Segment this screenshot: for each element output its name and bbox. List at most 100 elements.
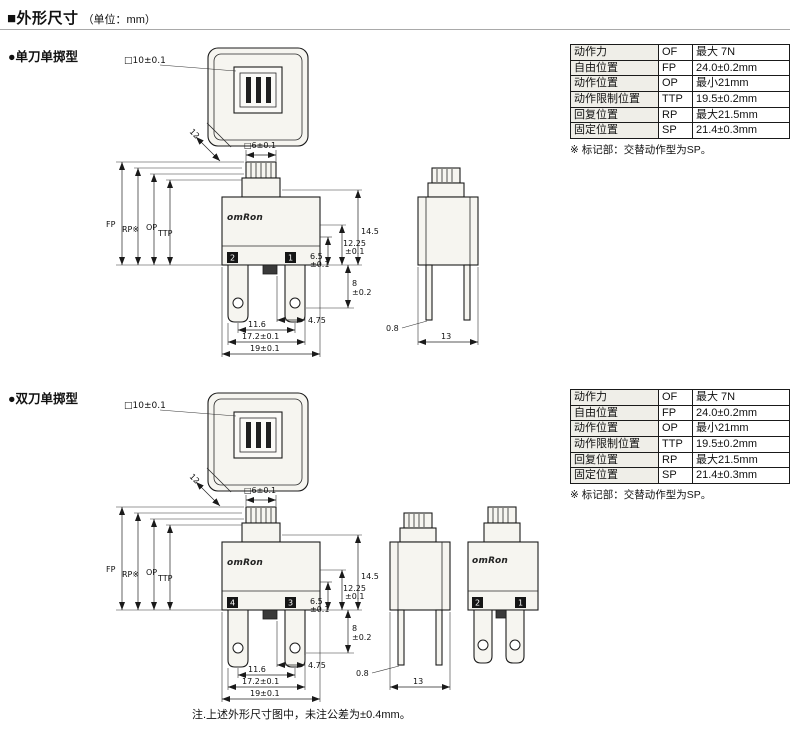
spec-code: RP (658, 106, 693, 124)
dim-0-8-label: 0.8 (386, 324, 399, 333)
front-view: □6±0.1 omRon 2 1 (221, 141, 321, 323)
dim-4-75-label: 4.75 (308, 316, 326, 325)
table-row: 动作位置 OP 最小21mm (570, 75, 790, 92)
terminal-leg (463, 264, 471, 321)
spec-code: OP (658, 75, 693, 92)
omron-logo: omRon (472, 556, 508, 566)
terminal-hole (477, 639, 489, 651)
dim-17-2-label: 17.2±0.1 (242, 332, 279, 341)
center-stem (262, 609, 278, 620)
spec-code: RP (658, 451, 693, 469)
spec-code: FP (658, 59, 693, 77)
bottom-dimension-lines: 4.75 11.6 17.2±0.1 19±0.1 (221, 612, 326, 702)
side-view: 0.8 13 (386, 167, 479, 345)
page-title: ■外形尺寸 （单位：mm） (7, 7, 156, 28)
spec-value: 21.4±0.3mm (692, 467, 790, 484)
terminal-2-badge (227, 252, 238, 263)
plunger-flange (241, 522, 281, 543)
spec-name: 动作限制位置 (570, 435, 659, 453)
spec-name: 自由位置 (570, 59, 659, 77)
dim-19-label: 19±0.1 (250, 689, 280, 698)
terminal-left (227, 609, 249, 668)
rear-view: omRon 2 1 (467, 506, 539, 664)
terminal-hole (289, 297, 301, 309)
switch-body (221, 196, 321, 266)
dim-11-6-label: 11.6 (248, 665, 266, 674)
terminal-hole (289, 642, 301, 654)
table-row: 回复位置 RP 最大21.5mm (570, 106, 790, 124)
spec-table: 动作力 OF 最大 7N 自由位置 FP 24.0±0.2mm 动作位置 OP … (570, 389, 790, 484)
terminal-1-label: 1 (518, 599, 523, 608)
switch-body-side (417, 196, 479, 266)
dim-square10-label: □10±0.1 (124, 56, 166, 66)
section-label-spst: ●单刀单掷型 (8, 50, 79, 64)
spec-name: 自由位置 (570, 404, 659, 422)
dim-ttp-label: TTP (157, 229, 173, 238)
plunger-flange (399, 527, 437, 543)
center-stem (262, 264, 278, 275)
spec-table-note: ※ 标记部：交替动作型为SP。 (570, 488, 712, 501)
dim-square6-label: □6±0.1 (244, 486, 276, 495)
table-row: 回复位置 RP 最大21.5mm (570, 451, 790, 469)
terminal-leg (425, 264, 433, 321)
left-dimension-lines: FP RP※ OP TTP (106, 506, 244, 611)
spec-code: TTP (658, 435, 693, 453)
terminal-right (284, 609, 306, 668)
table-row: 自由位置 FP 24.0±0.2mm (570, 404, 790, 422)
dim-square10-label: □10±0.1 (124, 401, 166, 411)
spec-name: 动作位置 (570, 75, 659, 92)
terminal-left (227, 264, 249, 323)
omron-logo: omRon (227, 213, 263, 223)
table-row: 固定位置 SP 21.4±0.3mm (570, 467, 790, 484)
dim-6-5-label: 6.5 (310, 597, 323, 606)
spec-value: 最小21mm (692, 420, 790, 437)
dim-6-5-tol: ±0.1 (310, 605, 329, 614)
spec-value: 最小21mm (692, 75, 790, 92)
dim-19-label: 19±0.1 (250, 344, 280, 353)
terminal-3-label: 3 (288, 599, 293, 608)
section-label-dpst: ●双刀单掷型 (8, 392, 79, 406)
front-view: □6±0.1 omRon 4 3 (221, 486, 321, 668)
plunger-cap (487, 506, 517, 524)
dim-11-6-label: 11.6 (248, 320, 266, 329)
dim-rp-label: RP※ (122, 225, 139, 234)
terminal-3-badge (285, 597, 296, 608)
dim-op-label: OP (146, 568, 157, 577)
terminal-1-badge (515, 597, 526, 608)
dim-13-label: 13 (441, 332, 451, 341)
plunger-flange (241, 177, 281, 198)
dim-12-label: 12 (188, 472, 202, 486)
dim-14-5-label: 14.5 (361, 227, 379, 236)
dim-13-label: 13 (413, 677, 423, 686)
plunger-cap (431, 167, 461, 184)
switch-body (221, 541, 321, 611)
plunger-cap (403, 512, 433, 529)
terminal-hole (509, 639, 521, 651)
top-view: □10±0.1 12 (124, 47, 309, 162)
spec-table-dpst: 动作力 OF 最大 7N 自由位置 FP 24.0±0.2mm 动作位置 OP … (570, 389, 790, 502)
terminal-2-label: 2 (230, 254, 235, 263)
spec-name: 动作力 (570, 389, 659, 406)
spec-value: 最大21.5mm (692, 451, 790, 469)
spst-drawing: □10±0.1 12 □6±0.1 omRon 2 1 (106, 47, 479, 357)
terminal-right (284, 264, 306, 323)
dim-op-label: OP (146, 223, 157, 232)
table-row: 固定位置 SP 21.4±0.3mm (570, 122, 790, 139)
spec-value: 最大21.5mm (692, 106, 790, 124)
center-stem (495, 609, 507, 619)
dim-8-label: 8 (352, 624, 357, 633)
terminal-hole (232, 297, 244, 309)
page-title-text: ■外形尺寸 (7, 10, 79, 27)
terminal-leg (435, 609, 443, 666)
spec-name: 固定位置 (570, 467, 659, 484)
spec-name: 回复位置 (570, 106, 659, 124)
dim-fp-label: FP (106, 220, 116, 229)
dim-12-label: 12 (188, 127, 202, 141)
spec-table-spst: 动作力 OF 最大 7N 自由位置 FP 24.0±0.2mm 动作位置 OP … (570, 44, 790, 157)
spec-code: SP (658, 467, 693, 484)
page-title-unit: （单位：mm） (82, 14, 156, 26)
dpst-drawing: □10±0.1 12 □6±0.1 omRon 4 3 (106, 392, 539, 702)
spec-name: 回复位置 (570, 451, 659, 469)
dim-12-25-tol: ±0.1 (345, 247, 364, 256)
spec-table: 动作力 OF 最大 7N 自由位置 FP 24.0±0.2mm 动作位置 OP … (570, 44, 790, 139)
